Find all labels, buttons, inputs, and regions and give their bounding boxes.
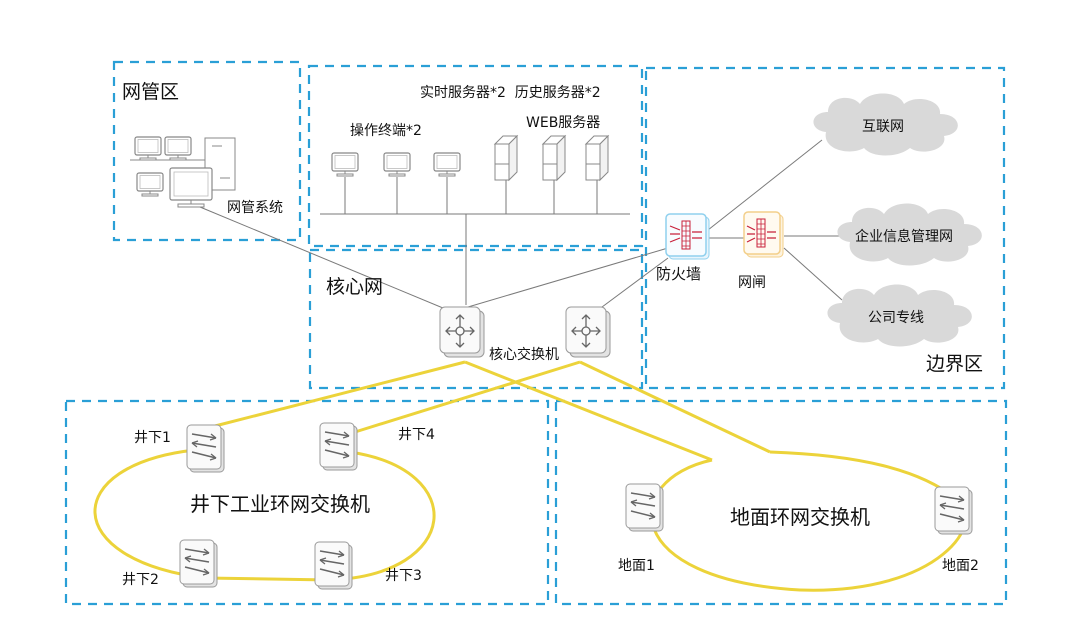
firewall-icon [665,213,710,260]
core-switch-1 [439,306,485,358]
switch-underground-1 [186,424,225,473]
underground-4-label: 井下4 [398,427,435,443]
switch-underground-2 [179,539,218,588]
surface-ring-title: 地面环网交换机 [730,505,870,529]
core-switch-label: 核心交换机 [489,346,559,363]
zone-servers [307,64,644,248]
switch-underground-4 [319,422,358,471]
cloud-enterprise-label: 企业信息管理网 [855,228,953,245]
firewall-label: 防火墙 [656,265,701,283]
nms-system-label: 网管系统 [227,200,283,216]
nms-workstations [130,136,236,208]
servers [494,135,609,181]
zone-nms [112,60,302,242]
underground-ring-title: 井下工业环网交换机 [190,492,370,516]
underground-1-label: 井下1 [134,430,171,446]
zone-core-title: 核心网 [326,276,383,298]
cloud-company-line-label: 公司专线 [868,310,924,326]
underground-3-label: 井下3 [385,568,422,584]
gateway-label: 网闸 [738,275,766,291]
servers-realtime-history-label: 实时服务器*2 历史服务器*2 [420,85,601,101]
ring-links [93,360,968,592]
zone-surface [554,399,1008,606]
surface-1-label: 地面1 [618,558,655,574]
connection-lines [199,139,843,314]
web-server-label: WEB服务器 [526,115,600,131]
switch-surface-1 [625,483,664,532]
switch-underground-3 [314,541,353,590]
cloud-internet-label: 互联网 [862,119,904,135]
zone-border-title: 边界区 [926,353,983,375]
zone-border [644,66,1006,390]
switch-surface-2 [934,486,973,535]
core-switch-2 [565,306,611,358]
terminals-label: 操作终端*2 [350,123,422,139]
zone-core [308,248,644,390]
operator-terminals [331,152,461,177]
gateway-icon [743,211,784,258]
zone-nms-title: 网管区 [122,81,179,103]
underground-2-label: 井下2 [122,572,159,588]
surface-2-label: 地面2 [942,558,979,574]
